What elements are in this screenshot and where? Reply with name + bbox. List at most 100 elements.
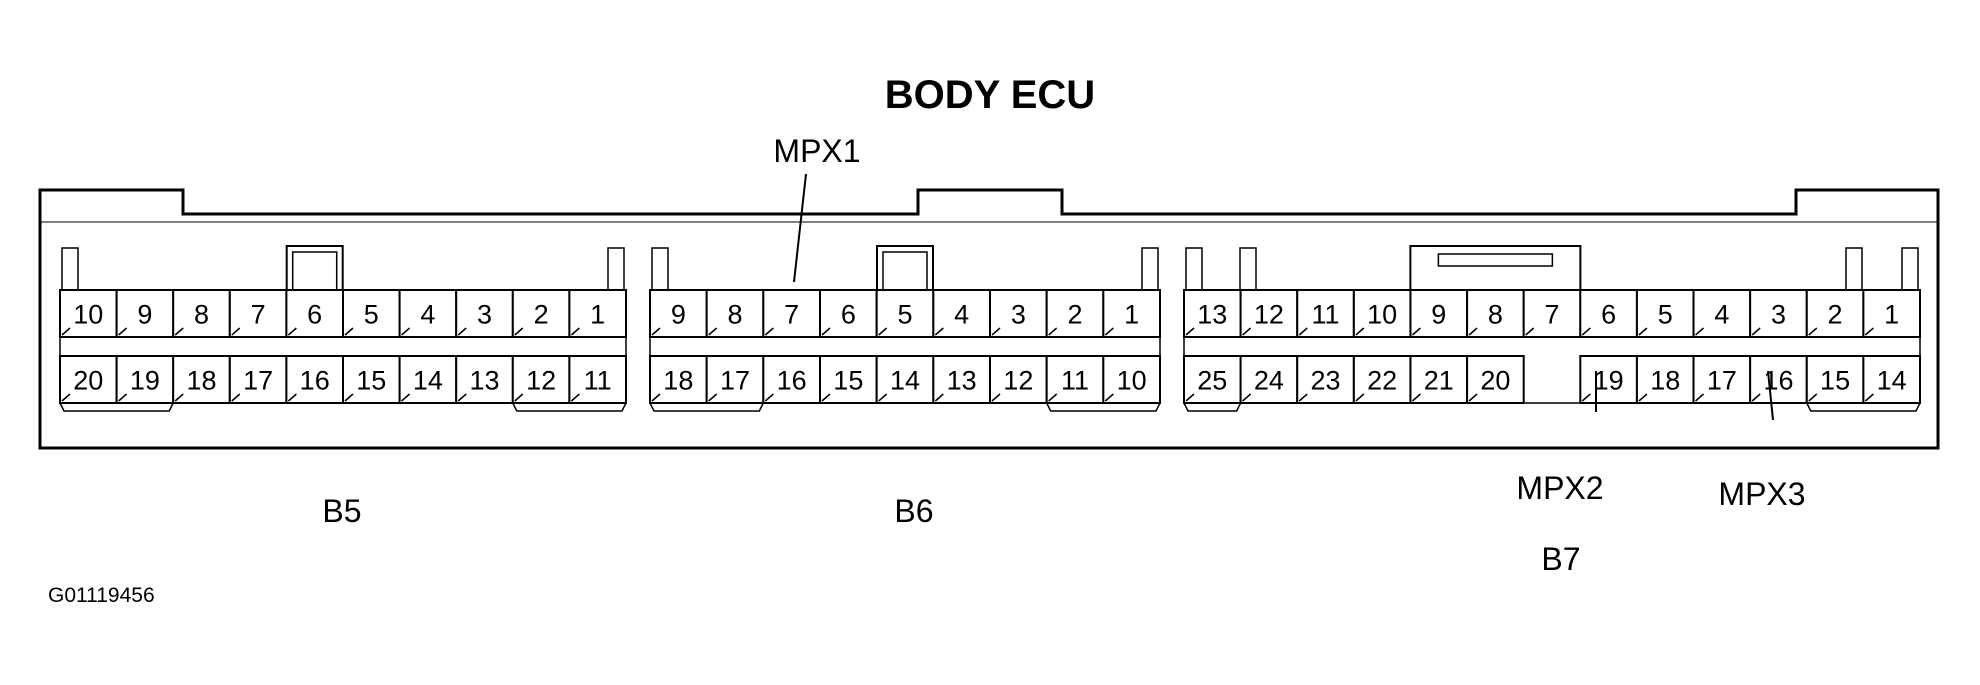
pin-corner-mark <box>1185 393 1195 402</box>
connector-guide-post <box>1141 247 1159 291</box>
connector-lip <box>59 402 174 412</box>
pin-number: 24 <box>1254 366 1284 396</box>
pin-corner-mark <box>457 393 467 402</box>
pin-corner-mark <box>1525 327 1535 336</box>
pin-corner-mark <box>1468 393 1478 402</box>
pin-number: 10 <box>1117 366 1147 396</box>
mpx3-leader-line <box>1767 370 1774 421</box>
connector-lip <box>512 402 627 412</box>
connector-b6-label: B6 <box>894 493 933 529</box>
pin-corner-mark <box>231 393 241 402</box>
pin-number: 14 <box>1877 366 1907 396</box>
pin-corner-mark <box>570 327 580 336</box>
pin-corner-mark <box>764 327 774 336</box>
pin-number: 7 <box>784 300 799 330</box>
pin-number: 16 <box>300 366 330 396</box>
pin-corner-mark <box>1298 393 1308 402</box>
pin-corner-mark <box>878 393 888 402</box>
pin-corner-mark <box>1638 327 1648 336</box>
pin-corner-mark <box>344 393 354 402</box>
pin-corner-mark <box>344 327 354 336</box>
connector-guide-post <box>1239 247 1257 291</box>
pin-number: 17 <box>1707 366 1737 396</box>
pin-corner-mark <box>1808 327 1818 336</box>
pin-corner-mark <box>61 393 71 402</box>
mpx1-leader-line <box>793 173 807 283</box>
pin-number: 12 <box>526 366 556 396</box>
connector-latch-slot <box>291 251 338 291</box>
pin-corner-mark <box>1104 393 1114 402</box>
pin-corner-mark <box>934 327 944 336</box>
pin-number: 22 <box>1367 366 1397 396</box>
pin-number: 18 <box>186 366 216 396</box>
pin-number: 20 <box>1480 366 1510 396</box>
pin-corner-mark <box>1185 327 1195 336</box>
pin-number: 12 <box>1003 366 1033 396</box>
pin-number: 9 <box>137 300 152 330</box>
pin-number: 13 <box>469 366 499 396</box>
figure-id: G01119456 <box>48 584 155 607</box>
pin-corner-mark <box>878 327 888 336</box>
pin-corner-mark <box>287 393 297 402</box>
connector-lip <box>1045 402 1161 412</box>
pin-number: 1 <box>1124 300 1139 330</box>
pin-number: 4 <box>420 300 435 330</box>
pin-corner-mark <box>991 327 1001 336</box>
pin-cell <box>1239 289 1299 338</box>
pin-number: 10 <box>1367 300 1397 330</box>
pin-corner-mark <box>651 327 661 336</box>
diagram-title: BODY ECU <box>885 73 1095 117</box>
pin-corner-mark <box>1751 327 1761 336</box>
connector-latch <box>1409 245 1582 291</box>
pin-number: 9 <box>671 300 686 330</box>
pin-number: 11 <box>1061 366 1089 396</box>
pin-corner-mark <box>61 327 71 336</box>
pin-number: 6 <box>1601 300 1616 330</box>
pin-corner-mark <box>1864 393 1874 402</box>
pin-number: 7 <box>1544 300 1559 330</box>
pin-corner-mark <box>1581 327 1591 336</box>
pin-corner-mark <box>1411 327 1421 336</box>
pin-number: 18 <box>1650 366 1680 396</box>
pin-corner-mark <box>708 393 718 402</box>
pin-number: 8 <box>1488 300 1503 330</box>
connector-lip <box>1183 402 1242 412</box>
pin-corner-mark <box>401 327 411 336</box>
pin-corner-mark <box>401 393 411 402</box>
pin-number: 16 <box>1763 366 1793 396</box>
pin-corner-mark <box>991 393 1001 402</box>
pin-cell <box>705 289 765 338</box>
pin-number: 10 <box>73 300 103 330</box>
pin-corner-mark <box>118 327 128 336</box>
pin-number: 15 <box>356 366 386 396</box>
pin-number: 5 <box>1658 300 1673 330</box>
pin-number: 14 <box>413 366 443 396</box>
pin-number: 3 <box>1771 300 1786 330</box>
connector-lip <box>1806 402 1921 412</box>
pin-corner-mark <box>1411 393 1421 402</box>
pin-corner-mark <box>174 393 184 402</box>
pin-number: 1 <box>590 300 605 330</box>
pin-corner-mark <box>1104 327 1114 336</box>
pin-number: 15 <box>1820 366 1850 396</box>
pin-corner-mark <box>764 393 774 402</box>
pin-corner-mark <box>514 393 524 402</box>
pin-number: 13 <box>947 366 977 396</box>
pin-number: 11 <box>1312 300 1340 330</box>
pin-number: 4 <box>954 300 969 330</box>
pin-corner-mark <box>821 393 831 402</box>
pin-corner-mark <box>174 327 184 336</box>
connector-guide-post <box>1901 247 1919 291</box>
pin-corner-mark <box>1581 393 1591 402</box>
pin-number: 19 <box>130 366 160 396</box>
pin-number: 14 <box>890 366 920 396</box>
mpx3-label: MPX3 <box>1718 476 1805 512</box>
pin-number: 1 <box>1884 300 1899 330</box>
pin-number: 17 <box>720 366 750 396</box>
pin-corner-mark <box>708 327 718 336</box>
mpx2-label: MPX2 <box>1516 470 1603 506</box>
pin-corner-mark <box>934 393 944 402</box>
pin-number: 23 <box>1311 366 1341 396</box>
